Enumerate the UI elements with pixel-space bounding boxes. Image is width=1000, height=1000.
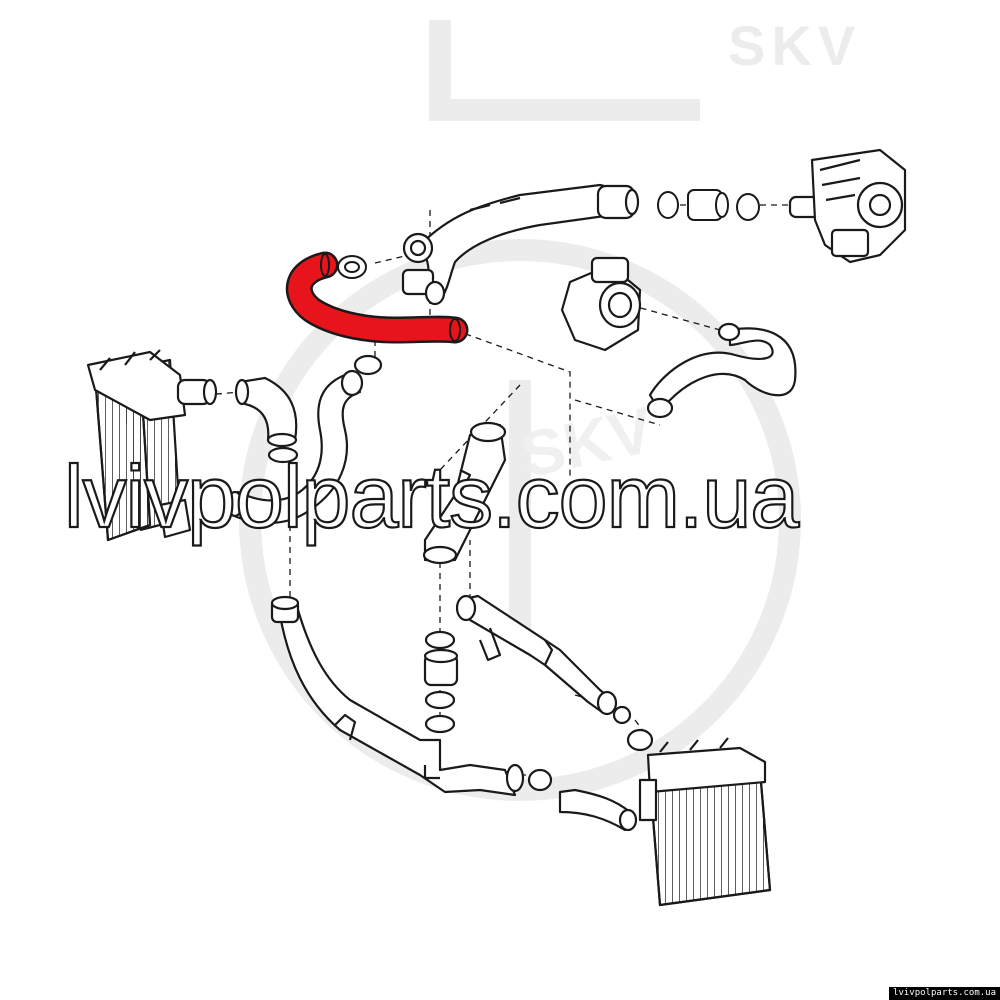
turbocharger [788,148,907,264]
hose-left-elbow [234,376,299,464]
pressure-pipe-upper [401,183,640,306]
pressure-pipe-lower-left [270,595,525,797]
hose-clamp-upper-left [337,255,367,279]
connector-pipe-center [422,421,507,565]
intercooler-right [638,737,772,907]
watermark-site: lvivpolparts.com.ua [64,447,799,546]
hose-middle-s [226,354,383,525]
footer-url: lvivpolparts.com.ua [889,987,1000,1000]
coupler-stack [423,630,459,734]
throttle-body [560,256,642,352]
highlighted-hose [285,251,469,344]
intercooler-left [86,349,218,542]
pressure-pipe-lower-right [455,594,654,752]
hose-lower-small [527,768,638,832]
watermark-skv-top: SKV [728,14,862,77]
hose-clamp-upper-pipe [657,189,760,221]
hose-right-u [646,322,797,419]
